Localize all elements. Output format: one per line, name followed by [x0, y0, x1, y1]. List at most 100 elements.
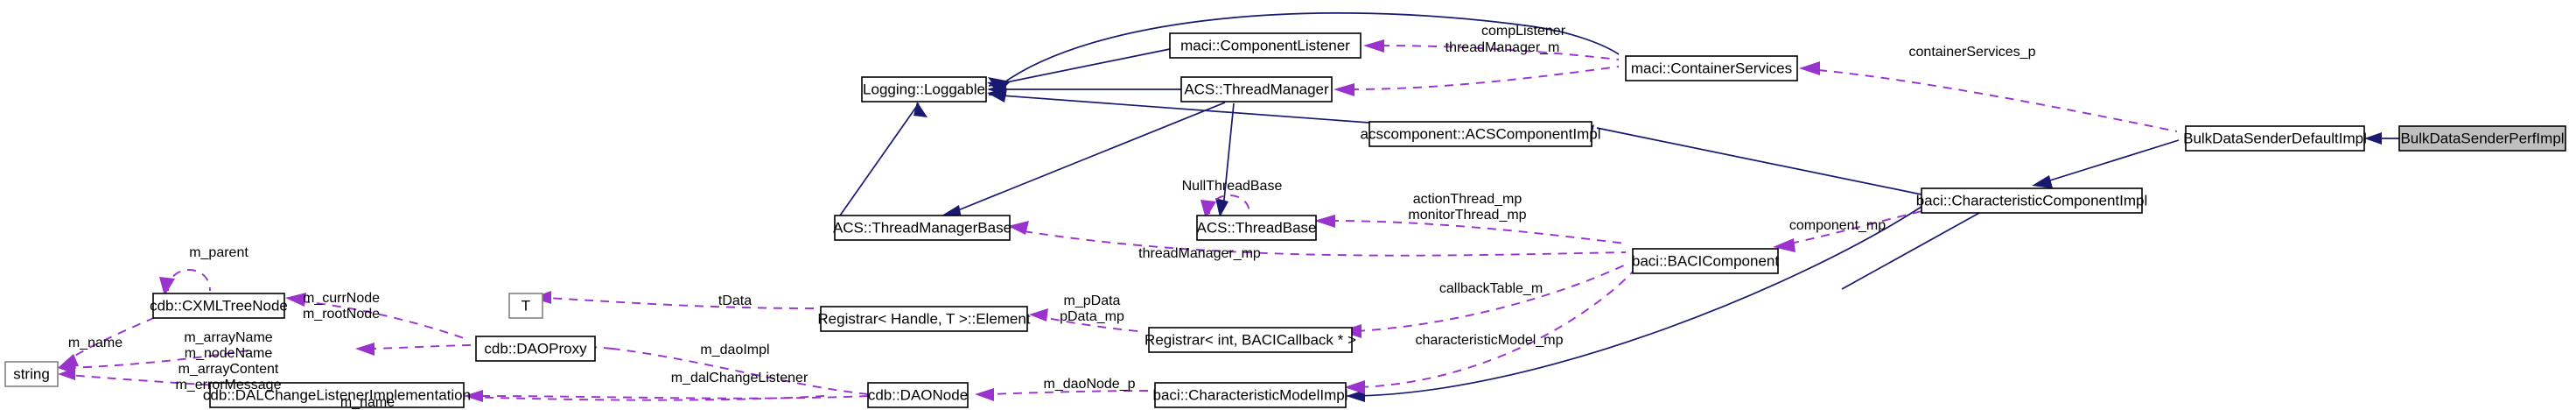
svg-text:ACS::ThreadBase: ACS::ThreadBase [1196, 219, 1316, 236]
arrowhead-usage-registrar-element [1029, 308, 1048, 322]
arrowhead-usage-baccomponent [1773, 238, 1796, 252]
edge-usage-nullthreadbase-selfloop [1208, 194, 1250, 215]
arrowhead-usage-containerservices [1799, 61, 1820, 75]
edge-label-component-mp: component_mp [1789, 218, 1886, 233]
edge-usage-complistener [1380, 45, 1620, 60]
node-registrar-handle-t-element[interactable]: Registrar< Handle, T >::Element [817, 306, 1031, 332]
edge-label-callbacktable-m: callbackTable_m [1439, 281, 1543, 296]
edge-usage-mpdata-pdatamp [1042, 316, 1138, 332]
svg-text:cdb::CXMLTreeNode: cdb::CXMLTreeNode [150, 297, 288, 314]
edge-characteristicmodelimpl-characteristiccomponentimpl [1347, 206, 1922, 397]
svg-text:acscomponent::ACSComponentImpl: acscomponent::ACSComponentImpl [1361, 125, 1601, 142]
arrowhead-usage-string-3 [58, 368, 75, 380]
node-registrar-int-bacicallback[interactable]: Registrar< int, BACICallback * > [1144, 327, 1356, 353]
edge-label-complistener: compListener [1481, 24, 1566, 39]
svg-text:cdb::DAONode: cdb::DAONode [868, 386, 968, 403]
svg-text:ACS::ThreadManagerBase: ACS::ThreadManagerBase [833, 219, 1012, 236]
edge-threadmanager-threadmanagerbase [953, 102, 1226, 213]
arrowhead-usage-cxmltreenode [285, 293, 306, 307]
arrowhead-usage-dalchangelistener [464, 390, 483, 402]
edge-usage-m-parent-selfloop [167, 269, 211, 292]
usage-edges [58, 39, 2178, 402]
svg-text:string: string [13, 365, 50, 382]
edge-label-m-nodename: m_nodeName [185, 346, 273, 361]
node-acs-threadmanagerbase[interactable]: ACS::ThreadManagerBase [833, 215, 1012, 241]
edge-usage-characteristicmodel-mp [1359, 267, 1637, 388]
node-type-t[interactable]: T [508, 293, 543, 319]
edge-label-threadmanager-mp: threadManager_mp [1138, 246, 1261, 261]
svg-text:BulkDataSenderDefaultImpl: BulkDataSenderDefaultImpl [2183, 130, 2367, 146]
edge-label-m-daonode-p: m_daoNode_p [1044, 377, 1136, 392]
edge-label-m-currnode: m_currNode [303, 291, 380, 306]
node-acs-threadmanager[interactable]: ACS::ThreadManager [1180, 76, 1333, 102]
arrowhead-usage-m-parent [159, 277, 175, 296]
edge-usage-tdata [545, 297, 815, 309]
inheritance-edges [839, 12, 2399, 402]
edge-usage-m-daoimpl [612, 348, 869, 395]
edge-usage-callbacktable-m [1355, 262, 1630, 332]
svg-text:maci::ContainerServices: maci::ContainerServices [1631, 60, 1792, 76]
edge-label-m-rootnode: m_rootNode [303, 307, 380, 322]
node-acscomponent-acscomponentimpl[interactable]: acscomponent::ACSComponentImpl [1361, 121, 1601, 147]
arrowhead-usage-characteristicmodelimpl [1344, 380, 1365, 394]
edge-label-characteristicmodel-mp: characteristicModel_mp [1416, 333, 1564, 348]
edge-loggable-componentlistener [988, 48, 1171, 87]
node-cdb-cxmltreenode[interactable]: cdb::CXMLTreeNode [150, 293, 288, 319]
diagram-nodes: maci::ComponentListener Logging::Loggabl… [4, 32, 2566, 408]
node-cdb-daoproxy[interactable]: cdb::DAOProxy [475, 336, 596, 362]
svg-text:T: T [522, 297, 530, 314]
arrowhead-inherit-acscomponentimpl [987, 88, 1007, 102]
edge-label-m-name-left: m_name [68, 336, 122, 350]
edge-threadmanager-threadbase [1222, 102, 1235, 209]
node-bulkdatasenderdefaultimpl[interactable]: BulkDataSenderDefaultImpl [2183, 125, 2367, 152]
svg-text:Registrar< int, BACICallback *: Registrar< int, BACICallback * > [1144, 331, 1356, 348]
arrowhead-usage-threadmanagerbase [1008, 221, 1029, 235]
edge-label-actionthread-mp: actionThread_mp [1413, 192, 1522, 207]
svg-text:cdb::DALChangeListenerImplemen: cdb::DALChangeListenerImplementation [203, 386, 471, 403]
svg-text:Registrar< Handle, T >::Elemen: Registrar< Handle, T >::Element [817, 310, 1030, 327]
arrowhead-inherit-bdspi [2364, 132, 2382, 145]
node-acs-threadbase[interactable]: ACS::ThreadBase [1196, 215, 1317, 241]
arrowhead-inherit-threadmanagerbase [914, 102, 928, 117]
arrowhead-usage-nullthreadbase [1200, 200, 1216, 219]
edge-label-containerservices-p: containerServices_p [1909, 45, 2036, 60]
edge-usage-m-daonode-p [990, 390, 1149, 395]
edge-label-m-name-bottom: m_name [340, 395, 395, 410]
node-string[interactable]: string [4, 361, 59, 387]
edge-loggable-containerservices [1001, 12, 1620, 85]
edge-label-pdata-mp: pData_mp [1060, 309, 1124, 324]
edge-label-m-arrayname: m_arrayName [184, 330, 272, 345]
edge-label-m-parent: m_parent [189, 245, 248, 260]
edge-labels: compListener threadManager_m containerSe… [68, 24, 2036, 410]
edge-usage-actionthread-monitorthread [1329, 220, 1627, 244]
edge-baci-diagonal [1841, 202, 1998, 290]
svg-text:baci::CharacteristicModelImpl: baci::CharacteristicModelImpl [1153, 386, 1348, 403]
edge-label-threadmanager-m: threadManager_m [1446, 40, 1560, 55]
node-cdb-daonode[interactable]: cdb::DAONode [867, 382, 969, 408]
edge-label-m-arraycontent: m_arrayContent [178, 362, 279, 377]
edge-loggable-acscomponentimpl [988, 94, 1370, 124]
edge-label-m-pdata: m_pData [1064, 293, 1121, 308]
edge-label-monitorthread-mp: monitorThread_mp [1408, 208, 1526, 223]
node-baci-characteristicmodelimpl[interactable]: baci::CharacteristicModelImpl [1153, 382, 1348, 408]
node-maci-containerservices[interactable]: maci::ContainerServices [1625, 55, 1798, 81]
edge-label-m-dalchangelistener: m_dalChangeListener [671, 371, 808, 385]
node-maci-componentlistener[interactable]: maci::ComponentListener [1169, 32, 1362, 59]
node-cdb-dalchangelistenerimplementation[interactable]: cdb::DALChangeListenerImplementation [203, 382, 471, 408]
arrowhead-inherit-cmi [1346, 390, 1365, 402]
svg-text:cdb::DAOProxy: cdb::DAOProxy [484, 340, 587, 357]
arrowhead-usage-daonode [975, 388, 994, 401]
edge-usage-threadmanager-mp [1023, 230, 1627, 257]
node-logging-loggable[interactable]: Logging::Loggable [861, 76, 987, 102]
edge-usage-threadmanager-m [1349, 66, 1620, 90]
svg-text:BulkDataSenderPerfImpl: BulkDataSenderPerfImpl [2400, 130, 2564, 146]
edge-usage-m-currnode-rootnode [300, 300, 465, 339]
arrowhead-inherit-bdsdi [2032, 175, 2053, 188]
node-bulkdatasenderperfimpl[interactable]: BulkDataSenderPerfImpl [2398, 125, 2566, 152]
node-baci-bacicomponent[interactable]: baci::BACIComponent [1632, 248, 1779, 274]
edge-acscomponentimpl-characteristiccomponentimpl [1596, 127, 1922, 195]
node-baci-characteristiccomponentimpl[interactable]: baci::CharacteristicComponentImpl [1916, 187, 2148, 214]
svg-text:baci::BACIComponent: baci::BACIComponent [1632, 252, 1779, 269]
